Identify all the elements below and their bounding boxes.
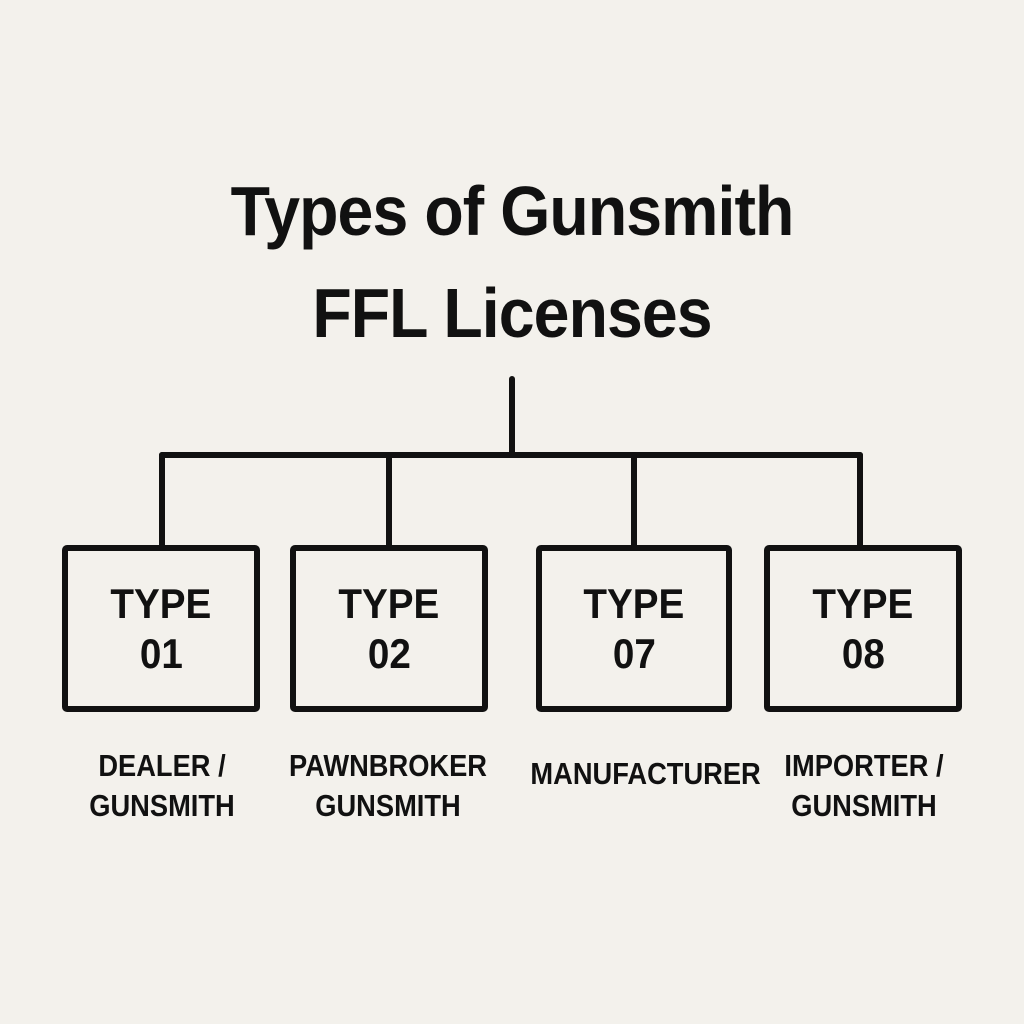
license-box-type-08: TYPE 08 [764,545,962,712]
type-number: 01 [139,629,183,677]
type-label: TYPE [583,579,685,627]
license-box-type-07: TYPE 07 [536,545,732,712]
diagram-title: Types of Gunsmith FFL Licenses [41,160,983,364]
type-label: TYPE [338,579,440,627]
license-description-type-02: PAWNBROKER GUNSMITH [288,748,488,823]
license-description-type-07: MANUFACTURER [530,756,761,791]
license-description-type-08: IMPORTER / GUNSMITH [784,748,944,823]
title-line-1: Types of Gunsmith [230,172,795,250]
type-number: 08 [841,629,885,677]
title-line-2: FFL Licenses [312,274,712,352]
license-box-type-02: TYPE 02 [290,545,488,712]
type-number: 02 [367,629,411,677]
type-number: 07 [612,629,656,677]
type-label: TYPE [812,579,914,627]
type-label: TYPE [110,579,212,627]
license-box-type-01: TYPE 01 [62,545,260,712]
license-description-type-01: DEALER / GUNSMITH [89,748,235,823]
